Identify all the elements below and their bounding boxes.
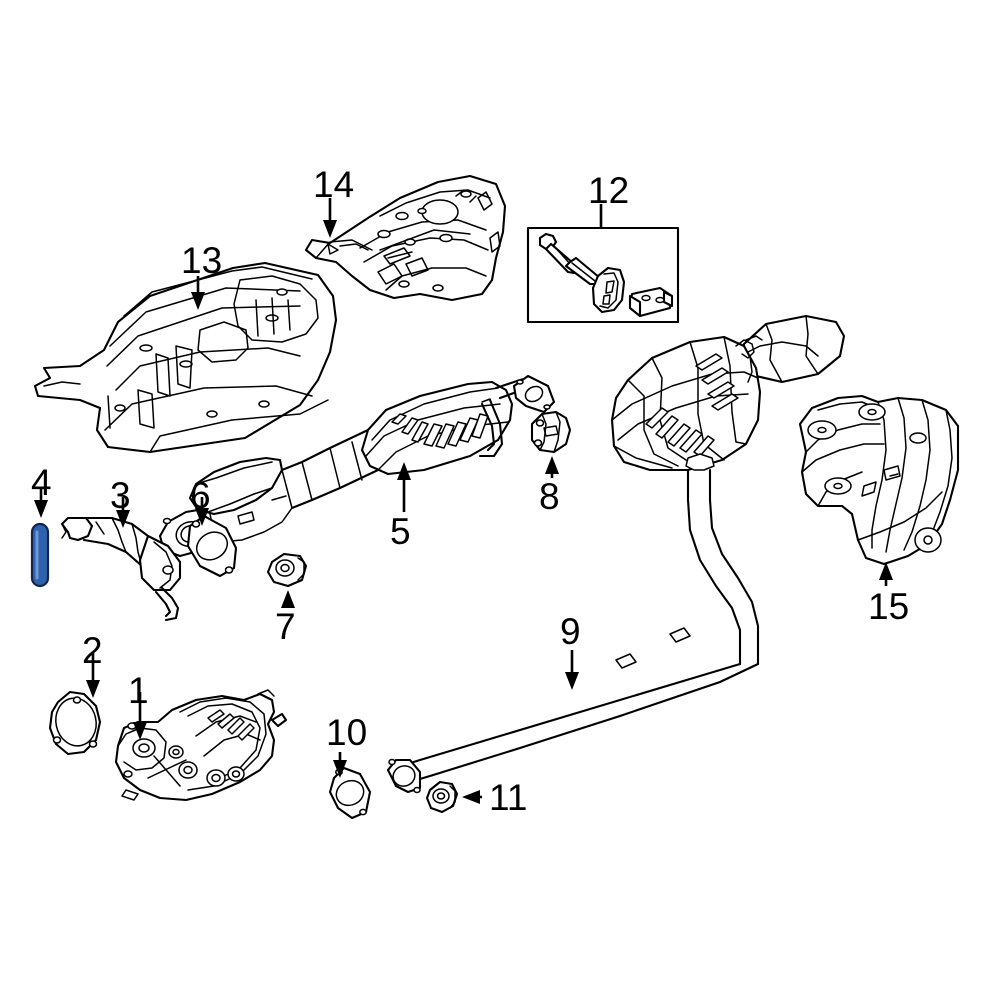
- callout-label-6[interactable]: 6: [190, 475, 211, 516]
- callout-label-4[interactable]: 4: [31, 462, 52, 503]
- callout-label-14[interactable]: 14: [313, 164, 355, 205]
- rear-muffler-assembly[interactable]: [610, 314, 846, 666]
- part-9-rear-exhaust-pipe[interactable]: [386, 627, 760, 794]
- callout-label-11[interactable]: 11: [489, 777, 528, 818]
- callout-label-10[interactable]: 10: [326, 712, 368, 753]
- part-7-exhaust-flange-nut[interactable]: [266, 552, 308, 588]
- callout-label-9[interactable]: 9: [560, 611, 581, 652]
- callout-label-12[interactable]: 12: [588, 170, 630, 211]
- callout-label-3[interactable]: 3: [110, 475, 131, 516]
- part-8-exhaust-hanger-insulator[interactable]: [530, 410, 572, 454]
- part-6-center-pipe-gasket[interactable]: [186, 514, 238, 578]
- callout-label-15[interactable]: 15: [868, 586, 910, 627]
- part-10-rear-pipe-gasket[interactable]: [328, 766, 372, 820]
- kit-rubber-hanger: [591, 266, 626, 314]
- callout-arrows: [34, 198, 893, 804]
- part-13-front-floor-heat-shield[interactable]: [33, 261, 338, 454]
- callout-label-7[interactable]: 7: [275, 606, 296, 647]
- callout-label-8[interactable]: 8: [539, 476, 560, 517]
- callout-label-13[interactable]: 13: [181, 240, 223, 281]
- callout-label-2[interactable]: 2: [82, 630, 103, 671]
- part-3-front-exhaust-pipe[interactable]: [60, 516, 182, 622]
- part-15-rear-floor-heat-shield[interactable]: [798, 394, 960, 566]
- callout-label-5[interactable]: 5: [390, 511, 411, 552]
- part-4-exhaust-stud-bolt-highlighted[interactable]: [30, 522, 50, 588]
- callout-label-1[interactable]: 1: [128, 670, 149, 711]
- part-12-hanger-hardware-kit[interactable]: [526, 226, 680, 324]
- part-14-center-floor-heat-shield[interactable]: [304, 174, 507, 302]
- part-5-center-muffler-assembly[interactable]: [158, 374, 556, 558]
- kit-bracket: [628, 286, 674, 318]
- part-11-rear-pipe-nut[interactable]: [425, 780, 459, 814]
- part-1-exhaust-manifold-catalytic-converter[interactable]: [114, 689, 288, 802]
- part-2-exhaust-manifold-gasket[interactable]: [48, 690, 102, 756]
